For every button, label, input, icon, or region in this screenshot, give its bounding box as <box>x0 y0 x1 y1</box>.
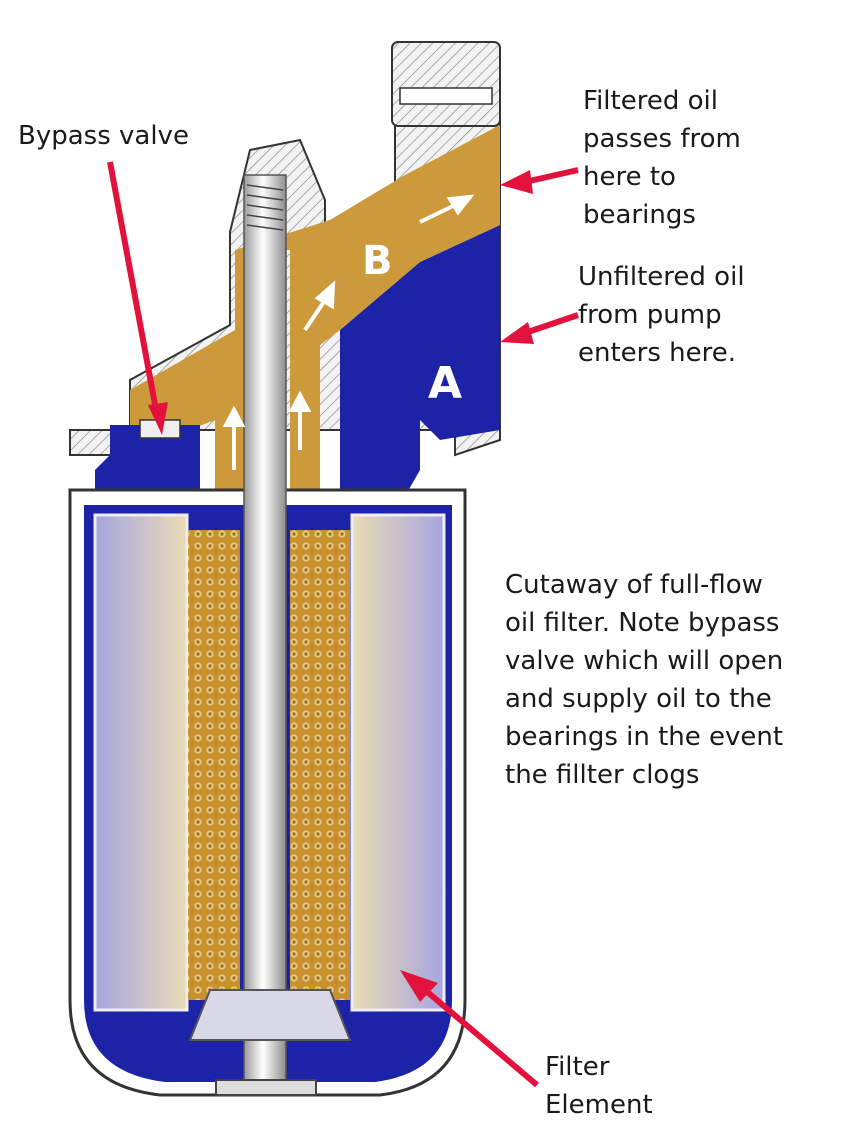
label-line: Unfiltered oil <box>578 262 745 292</box>
bolt-threads <box>246 184 284 231</box>
label-filter-element: Filter Element <box>545 1048 653 1124</box>
label-line: oil filter. Note bypass <box>505 608 780 638</box>
label-line: from pump <box>578 300 722 330</box>
filter-element-right-outer <box>350 513 446 1012</box>
label-line: here to <box>583 162 676 192</box>
label-line: bearings in the event <box>505 722 784 752</box>
callout-arrows <box>107 161 579 1088</box>
label-line: Filter <box>545 1052 610 1082</box>
center-bolt <box>243 174 287 1088</box>
bolt-nut <box>215 1079 317 1096</box>
bypass-pocket <box>95 425 200 505</box>
label-line: and supply oil to the <box>505 684 772 714</box>
filter-element-right-mesh <box>290 530 350 1000</box>
chamber-letter-a: A <box>428 358 462 409</box>
filter-element-left-mesh <box>188 530 240 1000</box>
chamber-letter-b: B <box>362 238 393 284</box>
label-line: Bypass valve <box>18 121 189 151</box>
unfiltered-oil-chamber-a <box>340 225 500 505</box>
label-line: Filtered oil <box>583 86 718 116</box>
label-line: the fillter clogs <box>505 760 700 790</box>
label-line: passes from <box>583 124 741 154</box>
label-line: valve which will open <box>505 646 784 676</box>
label-line: Element <box>545 1090 653 1120</box>
flow-arrows <box>222 194 475 470</box>
label-filtered-oil: Filtered oil passes from here to bearing… <box>583 82 741 234</box>
label-cutaway-note: Cutaway of full-flow oil filter. Note by… <box>505 566 783 794</box>
label-bypass-valve: Bypass valve <box>18 117 189 155</box>
label-line: Cutaway of full-flow <box>505 570 763 600</box>
filter-element-left-outer <box>93 513 189 1012</box>
label-line: bearings <box>583 200 696 230</box>
bottom-dome <box>188 989 352 1041</box>
label-line: enters here. <box>578 338 737 368</box>
label-unfiltered-oil: Unfiltered oil from pump enters here. <box>578 258 745 372</box>
pipe-fitting <box>391 41 501 127</box>
